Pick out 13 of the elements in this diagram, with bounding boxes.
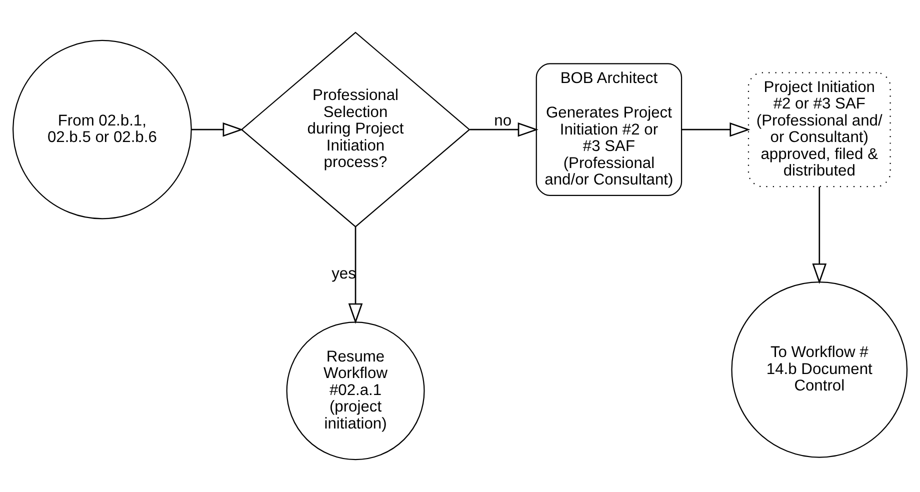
node-diamond: Professional Selection during Project Initiation process? [240,32,470,228]
arrow [348,227,363,324]
arrow [812,186,827,284]
node-box: BOB Architect Generates Project Initiation #2 or #3 SAF (Professional and/or Consultant) [536,63,682,196]
node-circle: From 02.b.1, 02.b.5 or 02.b.6 [12,40,192,220]
node-circle: Resume Workflow #02.a.1 (project initiation) [286,322,425,460]
arrow [682,122,750,137]
arrow [470,122,538,137]
node-circle: To Workflow # 14.b Document Control [731,281,908,458]
edge-label: yes [332,266,356,283]
node-box: Project Initiation #2 or #3 SAF (Professional and/ or Consultant) approved, filed & distributed [748,72,891,188]
edge-label: no [494,112,512,130]
arrow [191,122,244,137]
